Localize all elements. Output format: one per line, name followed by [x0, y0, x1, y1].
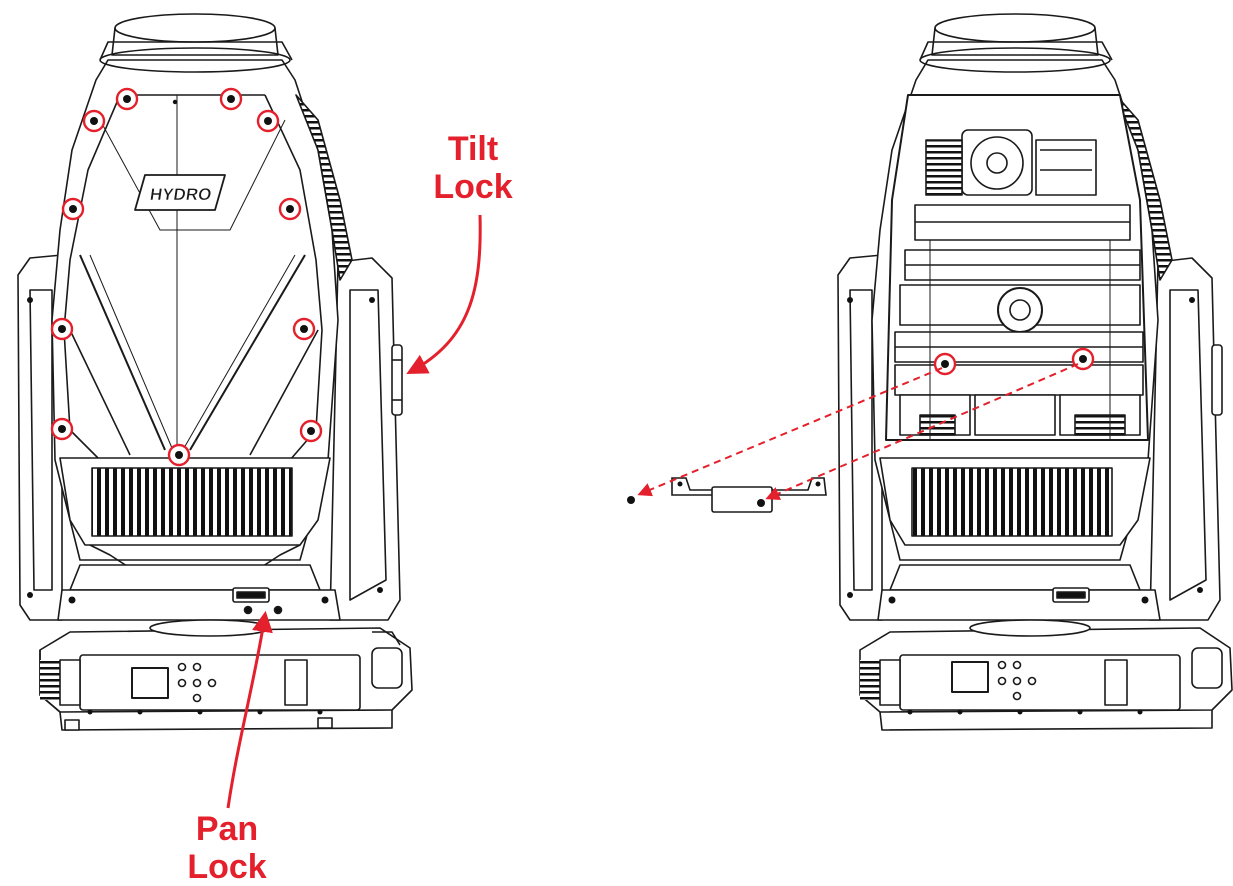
control-button: [997, 676, 1007, 686]
fixture-open-view: [837, 13, 1233, 731]
pan-lock-label-line2: Lock: [187, 848, 267, 886]
control-button: [177, 662, 187, 672]
extraction-line: [637, 367, 943, 497]
cover-screw-marker: [278, 197, 302, 221]
cover-screw-marker: [299, 419, 323, 443]
control-button: [1012, 691, 1022, 701]
cover-screw-markers: [50, 87, 323, 467]
removed-screw: [757, 499, 765, 507]
display-screen: [131, 667, 169, 699]
removed-bracket: [671, 477, 827, 513]
pan-lock-arrow: [226, 610, 273, 809]
pan-lock-label-line1: Pan: [195, 810, 259, 848]
control-button: [207, 678, 217, 688]
pan-lock-label: Pan Lock: [172, 810, 282, 886]
internal-fan: [961, 129, 1033, 196]
internal-lens: [997, 287, 1043, 333]
cover-screw-marker: [292, 317, 316, 341]
control-button: [192, 662, 202, 672]
control-button: [192, 693, 202, 703]
bracket-screw-marker: [933, 352, 957, 376]
display-screen: [951, 661, 989, 693]
cover-screw-marker: [256, 109, 280, 133]
control-button: [192, 678, 202, 688]
cover-screw-marker: [50, 317, 74, 341]
yoke-arm-right: [1149, 257, 1221, 621]
control-button: [1012, 676, 1022, 686]
logo-plate: [134, 174, 226, 211]
cover-screw-marker: [219, 87, 243, 111]
control-button: [1012, 660, 1022, 670]
tilt-lock-arrow: [406, 214, 482, 374]
cover-screw-marker: [115, 87, 139, 111]
bracket-screw-marker: [1071, 347, 1095, 371]
control-button: [1027, 676, 1037, 686]
cover-screw-marker: [167, 443, 191, 467]
tilt-lock-label-line1: Tilt: [447, 130, 499, 168]
removed-screw: [627, 496, 635, 504]
control-button: [177, 678, 187, 688]
cover-screw-marker: [61, 197, 85, 221]
control-button: [997, 660, 1007, 670]
tilt-lock-label: Tilt Lock: [418, 130, 528, 206]
extraction-line: [765, 363, 1079, 500]
cover-screw-marker: [82, 109, 106, 133]
yoke-arm-right: [329, 257, 401, 621]
cover-screw-marker: [50, 417, 74, 441]
logo-text: HYDRO: [149, 185, 213, 204]
fixture-front-view: [17, 13, 413, 731]
tilt-lock-label-line2: Lock: [433, 168, 513, 206]
